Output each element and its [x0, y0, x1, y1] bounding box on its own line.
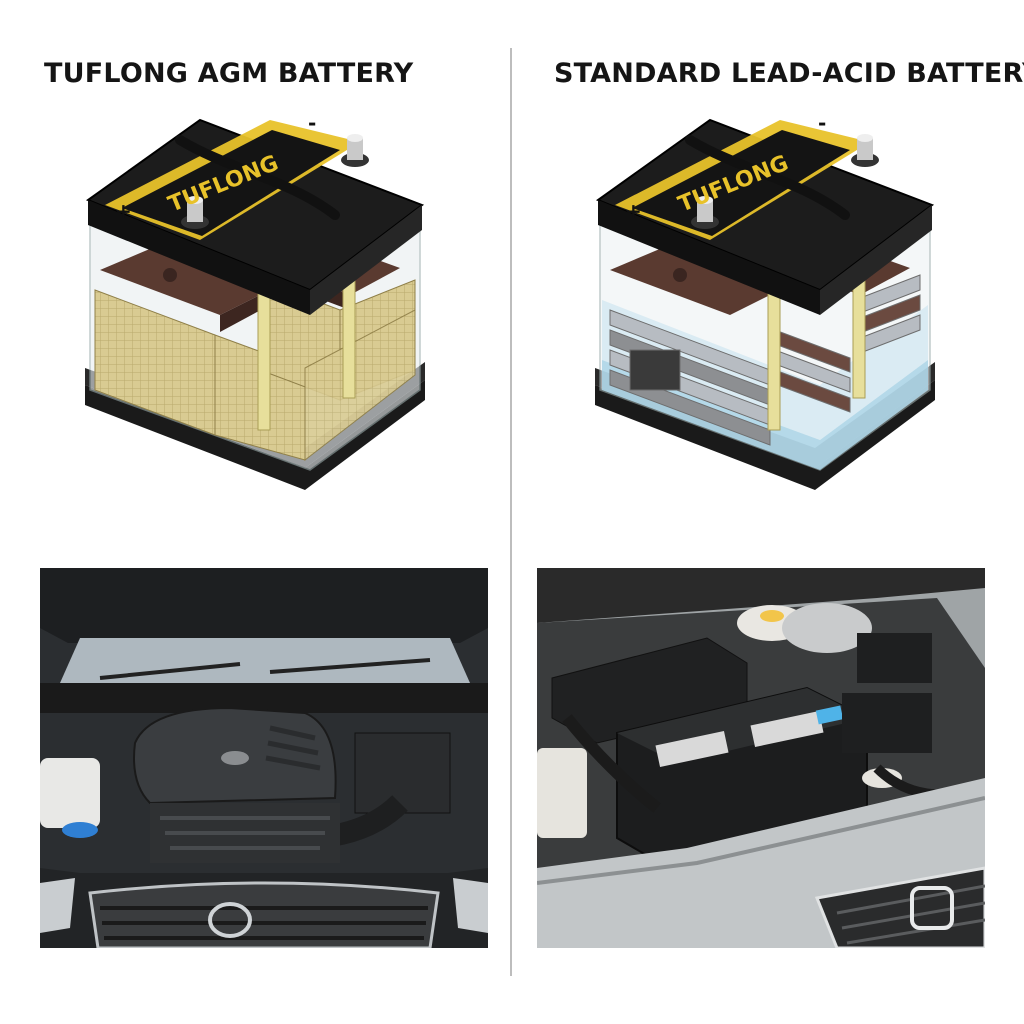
right-panel-title: STANDARD LEAD-ACID BATTERY — [554, 58, 1024, 89]
positive-symbol: + — [625, 199, 642, 223]
negative-terminal — [341, 134, 369, 167]
panel-divider — [510, 48, 512, 976]
lead-acid-engine-bay-photo — [537, 568, 985, 948]
agm-mat-cells — [94, 279, 416, 462]
positive-symbol: + — [115, 199, 132, 223]
negative-terminal — [851, 134, 879, 167]
negative-symbol: - — [308, 111, 316, 135]
positive-terminal — [691, 196, 719, 229]
agm-battery-illustration: + - TUFLONG — [85, 111, 425, 490]
lead-plates — [609, 274, 921, 446]
agm-engine-bay-photo — [40, 568, 488, 948]
lead-acid-battery-illustration: + - TUFLONG — [595, 111, 935, 490]
electrolyte-liquid — [602, 360, 928, 470]
positive-terminal — [181, 196, 209, 229]
negative-symbol: - — [818, 111, 826, 135]
left-panel-title: TUFLONG AGM BATTERY — [44, 58, 414, 89]
